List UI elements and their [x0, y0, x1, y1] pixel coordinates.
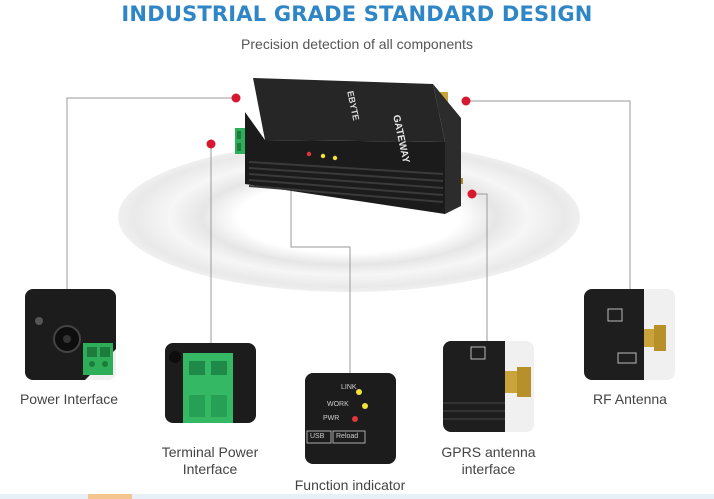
terminal-power-marker	[206, 139, 216, 149]
usb-port-label: USB	[310, 433, 325, 440]
rf-antenna-label: RF Antenna	[593, 391, 667, 407]
power-interface-leader	[66, 97, 236, 290]
gprs-antenna-thumbnail	[443, 341, 534, 432]
power-interface-thumbnail	[25, 289, 116, 380]
bottom-strip	[0, 494, 714, 499]
function-indicator-leader	[290, 167, 351, 373]
gateway-device: EBYTE GATEWAY	[235, 78, 467, 220]
rf-antenna-thumbnail	[584, 289, 675, 380]
terminal-power-thumbnail	[165, 343, 256, 423]
reload-port-label: Reload	[336, 433, 359, 440]
gprs-antenna-marker	[467, 189, 477, 199]
led-work-label: WORK	[327, 401, 349, 408]
power-interface-label: Power Interface	[19, 391, 119, 407]
power-interface-marker	[231, 93, 241, 103]
function-indicator-label: Function indicator	[294, 477, 406, 493]
led-pwr-label: PWR	[323, 415, 340, 422]
gprs-antenna-leader	[472, 193, 488, 343]
terminal-power-label: Terminal Power Interface	[161, 444, 259, 477]
gprs-antenna-label: GPRS antenna interface	[441, 444, 536, 477]
rf-antenna-leader	[466, 100, 631, 290]
function-indicator-thumbnail: LINK WORK PWR USB Reload	[305, 373, 396, 464]
page-subtitle: Precision detection of all components	[241, 36, 473, 52]
rf-antenna-marker	[461, 96, 471, 106]
led-link-label: LINK	[341, 384, 357, 391]
page-title: INDUSTRIAL GRADE STANDARD DESIGN	[121, 2, 593, 26]
